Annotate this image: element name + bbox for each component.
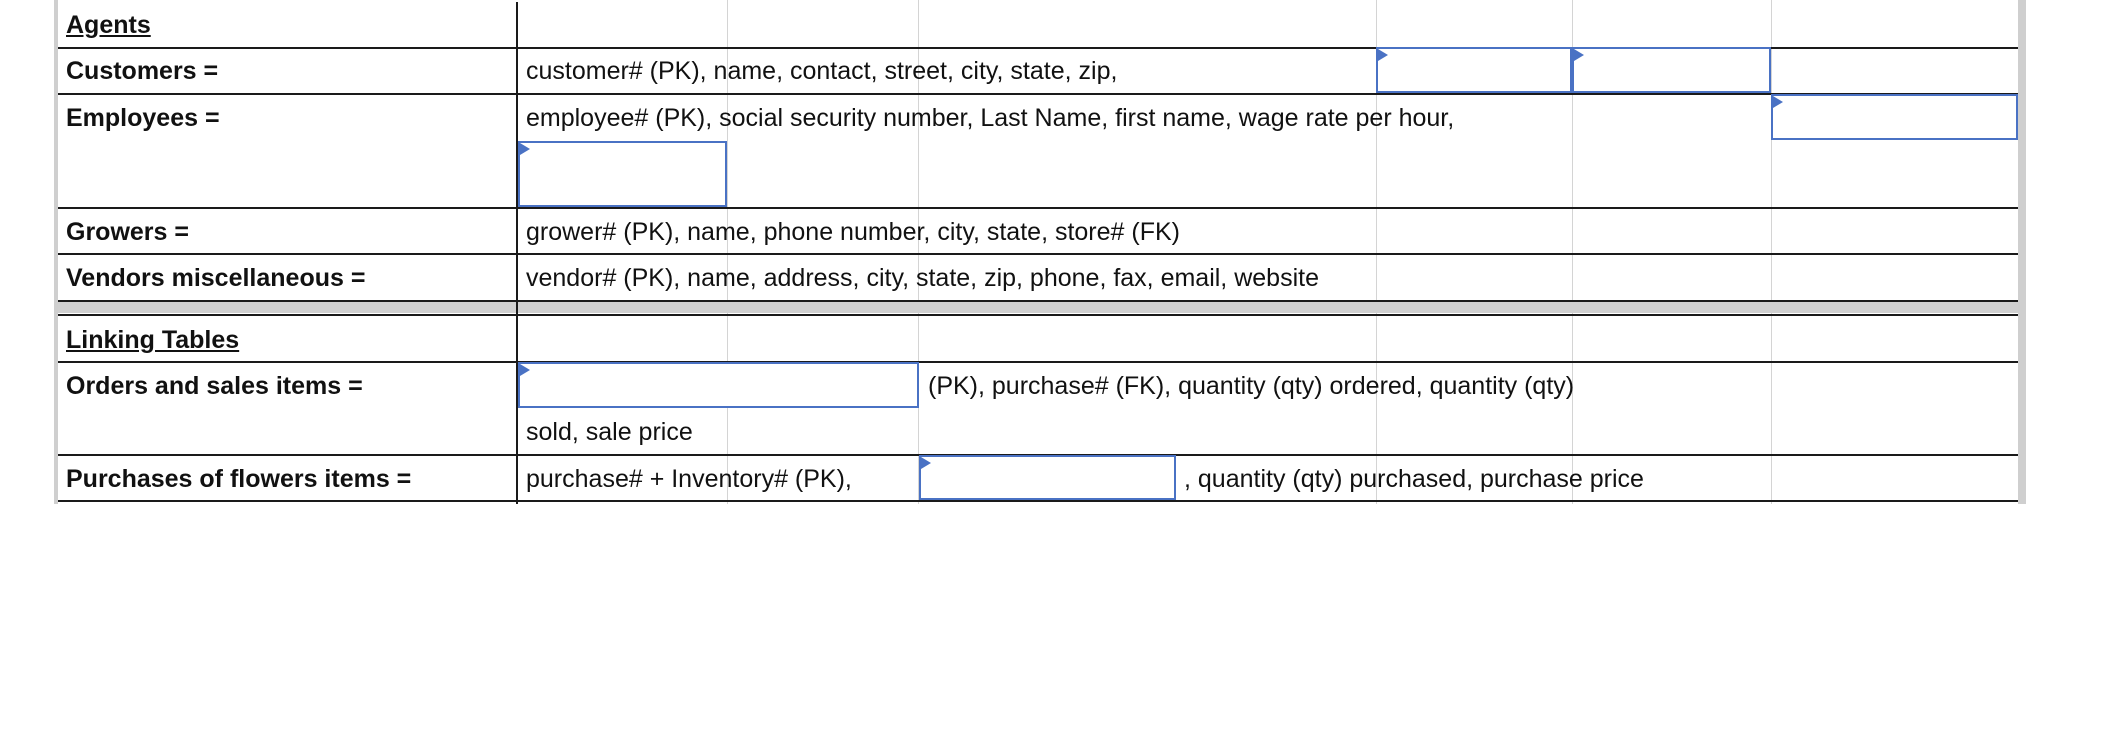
row-border: [58, 361, 2018, 363]
row-border: [58, 47, 2018, 49]
row-border: [58, 300, 2018, 302]
purchases-fields-text-before: purchase# + Inventory# (PK),: [526, 465, 852, 493]
employees-label: Employees =: [66, 104, 220, 132]
purchases-label: Purchases of flowers items =: [66, 465, 412, 493]
row-border: [58, 500, 2018, 502]
column-gridline: [918, 0, 919, 504]
purchases-fields-text-after: , quantity (qty) purchased, purchase pri…: [1184, 465, 1644, 493]
customers-blank-input-1[interactable]: [1378, 49, 1570, 91]
customers-label: Customers =: [66, 57, 219, 85]
purchases-blank-field[interactable]: [919, 455, 1176, 500]
section-separator: [58, 302, 2018, 313]
customers-blank-input-2[interactable]: [1574, 49, 1769, 91]
row-border: [58, 207, 2018, 209]
orders-fields-text: (PK), purchase# (FK), quantity (qty) ord…: [928, 372, 1575, 400]
row-border: [58, 253, 2018, 255]
orders-label: Orders and sales items =: [66, 372, 363, 400]
purchases-blank-input[interactable]: [921, 457, 1174, 498]
employees-blank-input-2[interactable]: [520, 143, 725, 205]
growers-fields-text: grower# (PK), name, phone number, city, …: [526, 218, 1180, 246]
vendors-fields-text: vendor# (PK), name, address, city, state…: [526, 264, 1319, 292]
vendors-label: Vendors miscellaneous =: [66, 264, 366, 292]
worksheet: Agents Customers = customer# (PK), name,…: [54, 0, 2026, 504]
column-gridline: [727, 0, 728, 504]
orders-fields-text-continued: sold, sale price: [526, 418, 693, 446]
column-gridline: [1572, 0, 1573, 504]
employees-blank-field-1[interactable]: [1771, 94, 2018, 140]
agents-heading: Agents: [66, 11, 151, 39]
row-border: [58, 314, 2018, 316]
growers-label: Growers =: [66, 218, 189, 246]
employees-blank-input-1[interactable]: [1773, 96, 2016, 138]
orders-blank-field[interactable]: [518, 362, 919, 408]
employees-fields-text: employee# (PK), social security number, …: [526, 104, 1455, 132]
customers-fields-text: customer# (PK), name, contact, street, c…: [526, 57, 1118, 85]
column-gridline: [1376, 0, 1377, 504]
linking-tables-heading: Linking Tables: [66, 326, 240, 354]
orders-blank-input[interactable]: [520, 364, 917, 406]
customers-blank-field-1[interactable]: [1376, 47, 1572, 93]
customers-blank-field-2[interactable]: [1572, 47, 1771, 93]
row-border: [58, 93, 2018, 95]
column-gridline: [1771, 0, 1772, 504]
employees-blank-field-2[interactable]: [518, 141, 727, 207]
